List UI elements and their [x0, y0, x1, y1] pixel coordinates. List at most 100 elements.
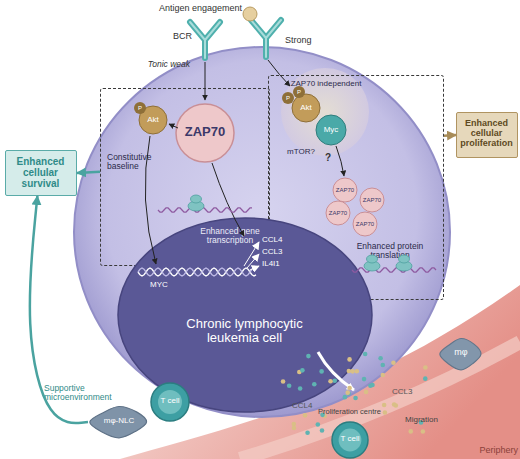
outcome-text: Enhanced cellular survival — [7, 156, 74, 189]
zap70-protein — [333, 178, 357, 202]
chemokine-dot — [382, 403, 387, 408]
cll-cell — [74, 47, 450, 417]
signal-arrow — [268, 60, 290, 86]
zap70-protein — [326, 201, 350, 225]
bcr-receptor — [190, 20, 281, 58]
chemokine-dot — [347, 386, 352, 391]
signal-arrow — [145, 136, 156, 264]
t-cell-outline — [151, 383, 189, 421]
gene-name: MYC — [150, 281, 180, 290]
chemokine-dot — [423, 365, 428, 370]
chemokine-dot — [300, 368, 305, 373]
akt-protein — [134, 102, 167, 134]
chemokine-dot — [332, 378, 337, 383]
antigen — [243, 7, 257, 21]
cell-nucleus: Enhanced gene transcriptionChronic lymph… — [117, 217, 373, 413]
phospho-mark: P — [282, 95, 294, 102]
cell-name: T cell — [150, 397, 190, 406]
cell-name: mφ-NLC — [88, 417, 150, 426]
signal-arrow — [145, 60, 344, 264]
chemokine-dot — [312, 382, 317, 387]
outcome-text: Enhanced cellular proliferation — [458, 119, 515, 149]
ribosome — [367, 255, 378, 263]
chemokine-dot — [345, 390, 350, 395]
phospho-mark: P — [293, 89, 305, 96]
bcr-receptor — [190, 22, 220, 58]
process-label: Migration — [405, 416, 455, 425]
chemokine-dot — [291, 422, 296, 427]
akt-myc-complex — [292, 94, 320, 122]
chemokine-label: CCL4 — [292, 402, 322, 411]
akt-myc-complex — [282, 86, 346, 145]
bcr-receptor — [251, 20, 281, 57]
signal-arrow — [169, 124, 178, 128]
zap70-protein — [353, 212, 377, 236]
chemokine-dot — [363, 352, 368, 357]
chemokine-dot — [347, 357, 352, 362]
ribosome — [364, 261, 380, 271]
akt-myc-complex — [316, 115, 346, 145]
process-note: Enhanced gene transcription — [185, 227, 275, 246]
chemokine-dot — [292, 426, 297, 431]
annotation: ? — [322, 152, 334, 163]
dna-helix — [138, 268, 256, 276]
chemokine-dot — [320, 428, 325, 433]
process-note: mTOR? — [287, 148, 327, 157]
chemokine-dot — [350, 369, 355, 374]
zap70-protein — [360, 188, 384, 212]
protein-name: Myc — [317, 126, 345, 135]
chemokine-dot — [347, 369, 352, 374]
chemokine-dot — [298, 386, 303, 391]
secretion-arrow — [318, 352, 354, 390]
chemokine-dot — [378, 356, 383, 361]
transcript-arrow — [247, 254, 259, 268]
signalling-halo — [281, 68, 369, 156]
region-label: Proliferation centre — [318, 408, 402, 416]
chemokine-dot — [281, 379, 286, 384]
chemokine-dot — [328, 379, 333, 384]
protein-name: ZAP70 — [326, 210, 350, 217]
ribosome — [396, 261, 412, 271]
chemokine-dot — [306, 354, 311, 359]
transcript-arrow — [244, 242, 259, 266]
chemokine-dot — [343, 395, 348, 400]
ribosome — [191, 195, 202, 203]
bcr-receptor — [251, 20, 281, 57]
process-note: ZAP70 independent — [286, 80, 366, 89]
cell-nucleus-outline — [118, 218, 372, 412]
chemokine-dot — [380, 363, 385, 368]
transcript-arrow — [244, 242, 259, 270]
dna-strand — [138, 268, 256, 276]
protein-name: Akt — [139, 116, 167, 125]
protein-name: ZAP70 — [175, 125, 235, 139]
zap70-protein — [326, 178, 384, 236]
gene-name: IL4I1 — [262, 260, 292, 269]
signal-arrow — [212, 163, 244, 236]
chemokine-dot — [303, 413, 308, 418]
chemokine-dot — [370, 383, 375, 388]
chemokine-dot — [408, 429, 413, 434]
mrna-strand — [158, 208, 436, 272]
cll-cell — [74, 47, 450, 417]
annotation: Antigen engagement — [150, 4, 242, 14]
protein-name: ZAP70 — [353, 221, 377, 228]
connector-arrow — [444, 134, 456, 137]
t-cell: T cell — [331, 421, 369, 459]
signalling-halo — [281, 68, 369, 156]
region-label: Periphery — [468, 446, 518, 456]
zap70-protein-outline — [176, 104, 234, 162]
signal-arrow — [336, 146, 344, 176]
t-cell-outline — [332, 422, 368, 458]
chemokine-dot — [364, 390, 369, 395]
chemokine-dot — [353, 396, 358, 401]
chemokine-dot — [392, 402, 397, 407]
chemokine-dot — [383, 410, 388, 415]
annotation: Tonic weak — [116, 60, 190, 69]
chemokine-dot — [354, 369, 359, 374]
secretion-arrow — [318, 352, 354, 390]
signal-arrow — [205, 62, 206, 100]
ribosome — [188, 195, 412, 271]
chemokine-dot — [368, 383, 373, 388]
bcr-receptor — [190, 22, 220, 58]
